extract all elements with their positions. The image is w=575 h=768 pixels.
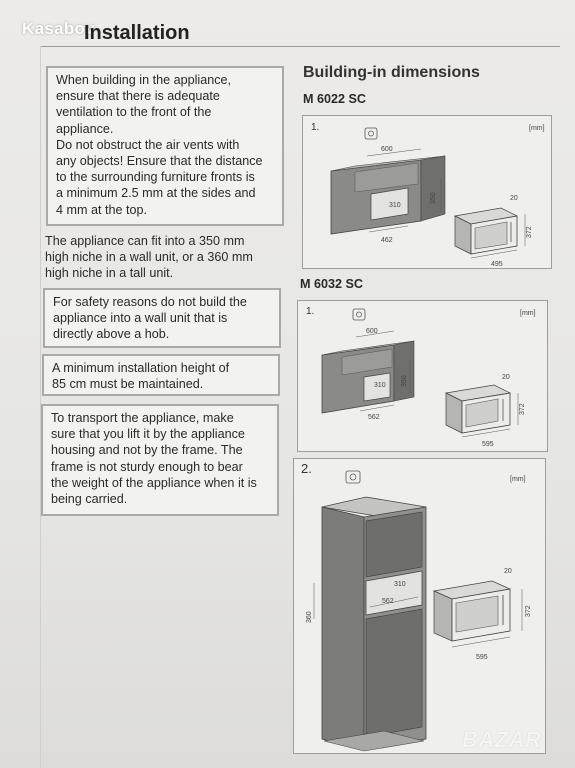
note-line: For safety reasons do not build the xyxy=(53,295,247,309)
dim-w2: 495 xyxy=(491,261,503,268)
note-line: ensure that there is adequate xyxy=(56,89,220,104)
dim-width: 600 xyxy=(366,328,378,335)
dim-inner: 310 xyxy=(389,202,401,209)
dim-side: 20 xyxy=(504,568,512,575)
niche-size-text: The appliance can fit into a 350 mm high… xyxy=(45,233,285,282)
tall-unit-drawing xyxy=(321,496,427,752)
note-line: sure that you lift it by the appliance xyxy=(51,427,245,442)
note-line: frame is not sturdy enough to bear xyxy=(51,459,243,474)
info-icon xyxy=(352,308,366,321)
note-line: appliance. xyxy=(56,121,114,136)
text-line: high niche in a wall unit, or a 360 mm xyxy=(45,250,253,265)
model-label-m6032: M 6032 SC xyxy=(300,277,363,291)
note-line: 4 mm at the top. xyxy=(56,202,147,217)
wall-unit-drawing xyxy=(321,340,415,414)
figure-number: 1. xyxy=(306,306,314,317)
bazar-logo: BAZAR xyxy=(462,727,542,752)
note-line: 85 cm must be maintained. xyxy=(52,377,204,392)
ventilation-note-box: When building in the appliance, ensure t… xyxy=(46,66,284,226)
m6032-tall-diagram-svg: 2. [mm] 310 xyxy=(301,461,532,752)
unit-label: [mm] xyxy=(529,125,545,132)
note-line: When building in the appliance, xyxy=(56,73,232,87)
m6022-dimension-diagram: 1. [mm] 600 310 462 350 xyxy=(302,115,552,269)
dim-h2: 372 xyxy=(525,605,532,617)
dim-w2: 595 xyxy=(476,654,488,661)
note-line: a minimum 2.5 mm at the sides and xyxy=(56,186,256,201)
dim-width: 600 xyxy=(381,146,393,153)
dim-inner: 310 xyxy=(394,581,406,588)
figure-number: 1. xyxy=(311,122,319,133)
dim-depth: 462 xyxy=(381,237,393,244)
dim-inner: 310 xyxy=(374,382,386,389)
microwave-drawing xyxy=(444,384,512,434)
model-label-m6022: M 6022 SC xyxy=(303,92,366,106)
note-line: To transport the appliance, make xyxy=(51,411,234,425)
dim-height: 350 xyxy=(401,375,408,387)
note-line: being carried. xyxy=(51,492,128,507)
wall-unit-drawing xyxy=(330,155,446,235)
dim-side: 20 xyxy=(502,374,510,381)
dim-h2: 372 xyxy=(519,403,526,415)
watermark-text: Kasabov xyxy=(22,19,95,38)
note-line: to the surrounding furniture fronts is xyxy=(56,170,255,185)
dim-h2: 372 xyxy=(526,226,533,238)
building-in-dimensions-title: Building-in dimensions xyxy=(303,64,480,81)
note-line: directly above a hob. xyxy=(53,327,170,342)
text-line: The appliance can fit into a 350 mm xyxy=(45,234,245,248)
m6032-diagram-svg: 1. [mm] 600 310 562 350 xyxy=(306,306,536,448)
note-line: A minimum installation height of xyxy=(52,361,230,375)
dim-height: 360 xyxy=(306,611,313,623)
installation-height-box: A minimum installation height of 85 cm m… xyxy=(42,354,280,396)
note-line: appliance into a wall unit that is xyxy=(53,311,228,326)
dim-depth: 562 xyxy=(368,414,380,421)
microwave-drawing xyxy=(432,580,512,642)
info-icon xyxy=(364,127,378,140)
note-line: Do not obstruct the air vents with xyxy=(56,137,240,152)
m6032-tall-unit-diagram: 2. [mm] 310 xyxy=(293,458,546,754)
info-icon xyxy=(345,470,361,484)
dim-side: 20 xyxy=(510,195,518,202)
m6032-wall-unit-diagram: 1. [mm] 600 310 562 350 xyxy=(297,300,548,452)
note-line: housing and not by the frame. The xyxy=(51,443,243,458)
dim-height: 350 xyxy=(430,192,437,204)
page-title: Installation xyxy=(84,22,190,44)
transport-note-box: To transport the appliance, make sure th… xyxy=(41,404,279,516)
m6022-diagram-svg: 1. [mm] 600 310 462 350 xyxy=(311,122,545,268)
note-line: the weight of the appliance when it is xyxy=(51,475,257,490)
text-line: high niche in a tall unit. xyxy=(45,266,174,281)
note-line: ventilation to the front of the xyxy=(56,105,212,120)
microwave-drawing xyxy=(453,207,519,255)
header-divider xyxy=(40,46,560,47)
dim-depth: 562 xyxy=(382,598,394,605)
note-line: any objects! Ensure that the distance xyxy=(56,154,263,169)
unit-label: [mm] xyxy=(520,310,536,317)
dim-w2: 595 xyxy=(482,441,494,448)
figure-number: 2. xyxy=(301,461,312,476)
unit-label: [mm] xyxy=(510,476,526,483)
left-margin-line xyxy=(40,46,41,768)
safety-note-box: For safety reasons do not build the appl… xyxy=(43,288,281,348)
